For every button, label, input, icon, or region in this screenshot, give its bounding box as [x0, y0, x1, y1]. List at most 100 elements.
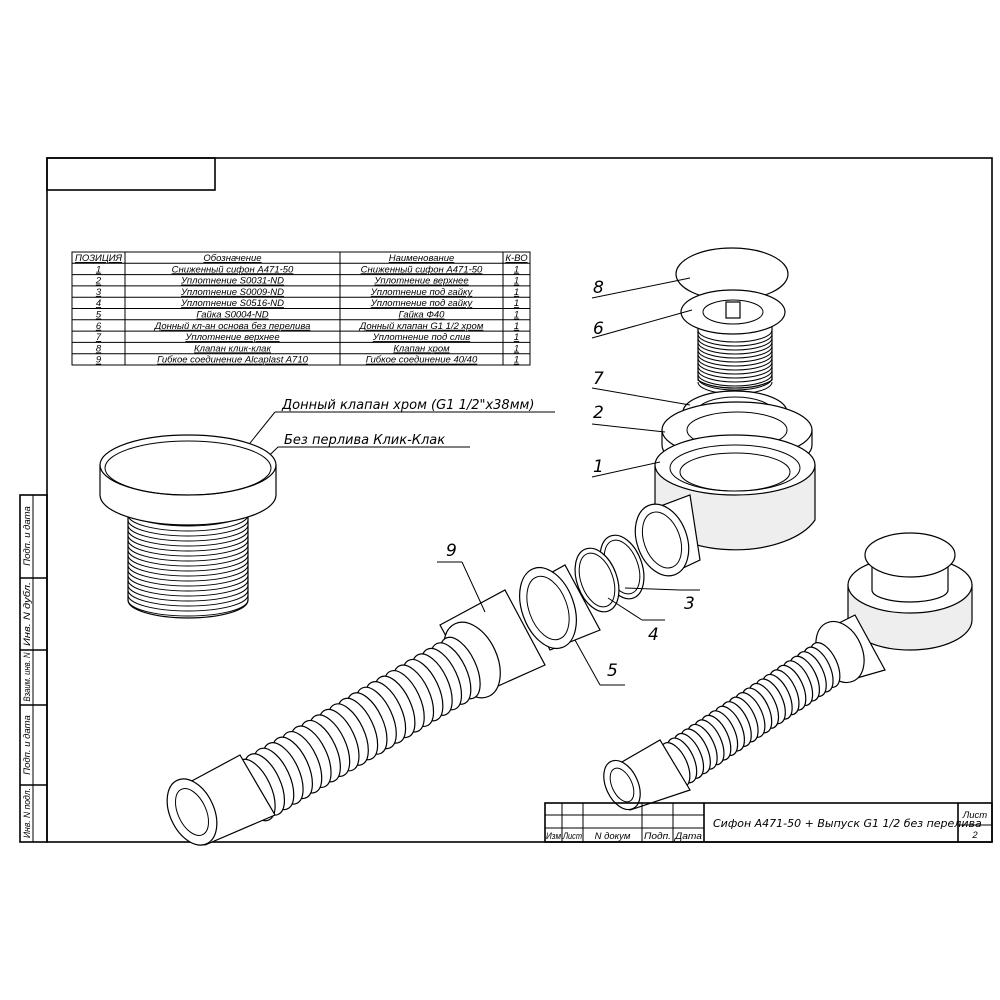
table-cell: 1 [514, 355, 519, 366]
table-cell: 1 [514, 287, 519, 298]
table-cell: Уплотнение верхнее [184, 332, 279, 343]
thread-line [697, 377, 773, 391]
position-6: 6 [593, 319, 604, 339]
table-cell: Уплотнение верхнее [373, 276, 468, 287]
click-clack-valve-drawing [99, 434, 277, 619]
thread-line [127, 589, 249, 607]
table-cell: 1 [514, 321, 519, 332]
table-cell: 7 [96, 332, 102, 343]
table-cell: Уплотнение под слив [372, 332, 470, 343]
table-cell: 9 [96, 355, 102, 366]
thread-line [697, 357, 773, 371]
position-labels: 8 6 7 2 1 9 3 4 5 [437, 277, 700, 686]
table-cell: 4 [96, 298, 101, 309]
thread-line [697, 341, 773, 355]
thread-line [127, 569, 249, 587]
thread-line [127, 554, 249, 572]
side-stamp-label: Инв. N дубл. [22, 582, 33, 646]
table-cell: Гайка S0004-ND [196, 310, 268, 321]
callout-no-overflow: Без перлива Клик-Клак [284, 433, 445, 448]
thread-line [697, 353, 773, 367]
side-stamp-label: Подп. и дата [22, 715, 33, 774]
sheet-number: 2 [971, 830, 978, 841]
thread-line [697, 365, 773, 379]
table-cell: 3 [96, 287, 102, 298]
table-cell: Гибкое соединение 40/40 [366, 355, 478, 366]
thread-line [127, 579, 249, 597]
thread-line [697, 349, 773, 363]
title-column-label: Дата [674, 831, 702, 842]
table-cell: Гайка Ф40 [399, 310, 446, 321]
thread-line [127, 584, 249, 602]
siphon-exploded-drawing [519, 247, 816, 651]
table-header-cell: ПОЗИЦИЯ [75, 253, 123, 264]
table-header-cell: Наименование [389, 253, 455, 264]
position-7: 7 [593, 369, 604, 389]
side-stamp-label: Взаим. инв. N [22, 652, 33, 701]
assembled-siphon-drawing [603, 532, 973, 811]
thread-line [127, 539, 249, 557]
title-block: Изм Лист N докум Подп. Дата Сифон A471-5… [544, 802, 993, 843]
thread-line [127, 559, 249, 577]
top-left-stamp [46, 157, 216, 191]
title-column-label: Изм [546, 831, 561, 842]
position-1: 1 [593, 457, 604, 477]
title-column-label: N докум [595, 831, 631, 842]
position-9: 9 [446, 541, 457, 561]
thread-line [127, 564, 249, 582]
table-cell: Уплотнение S0031-ND [180, 276, 284, 287]
table-cell: 1 [96, 264, 101, 275]
table-cell: Уплотнение под гайку [370, 287, 474, 298]
table-cell: Уплотнение под гайку [370, 298, 474, 309]
thread-line [127, 599, 249, 617]
sheet-label: Лист [962, 810, 988, 821]
callout-valve-size: Донный клапан хром (G1 1/2"x38мм) [281, 398, 534, 413]
table-cell: 8 [96, 343, 102, 354]
thread-line [127, 514, 249, 532]
table-header-cell: Обозначение [203, 253, 261, 264]
thread-line [127, 549, 249, 567]
side-stamp-label: Инв. N подл. [22, 788, 33, 838]
thread-line [127, 529, 249, 547]
table-cell: 1 [514, 343, 519, 354]
position-2: 2 [593, 403, 604, 423]
thread-line [127, 519, 249, 537]
table-cell: 1 [514, 310, 519, 321]
valve-callout: Донный клапан хром (G1 1/2"x38мм) Без пе… [237, 398, 555, 483]
position-4: 4 [648, 625, 659, 645]
thread-line [697, 369, 773, 383]
table-header-cell: К-ВО [505, 253, 528, 264]
thread-line [697, 345, 773, 359]
table-cell: 1 [514, 276, 519, 287]
table-cell: Сниженный сифон A471-50 [172, 264, 294, 275]
thread-line [127, 594, 249, 612]
thread-line [697, 329, 773, 343]
table-cell: Гибкое соединение Alcaplast A710 [157, 355, 308, 366]
table-cell: Сниженный сифон A471-50 [361, 264, 483, 275]
thread-line [127, 524, 249, 542]
drawing-title: Сифон A471-50 + Выпуск G1 1/2 без перели… [713, 817, 982, 830]
flexible-hose-drawing [166, 589, 546, 846]
thread-line [697, 333, 773, 347]
thread-line [127, 534, 249, 552]
thread-line [697, 337, 773, 351]
side-stamp-label: Подп. и дата [22, 506, 33, 565]
table-cell: 1 [514, 298, 519, 309]
table-cell: 5 [96, 310, 102, 321]
table-cell: Клапан клик-клак [194, 343, 271, 354]
table-cell: Уплотнение S0009-ND [180, 287, 284, 298]
position-3: 3 [684, 594, 695, 614]
thread-line [697, 361, 773, 375]
table-cell: 6 [96, 321, 102, 332]
table-cell: Донный кл-ан основа без перелива [154, 321, 311, 332]
table-cell: Донный клапан G1 1/2 хром [359, 321, 484, 332]
table-cell: 1 [514, 264, 519, 275]
thread-line [127, 544, 249, 562]
table-cell: 1 [514, 332, 519, 343]
thread-line [127, 574, 249, 592]
table-cell: Клапан хром [393, 343, 450, 354]
table-cell: Уплотнение S0516-ND [180, 298, 284, 309]
side-stamp: Подп. и дата Инв. N дубл. Взаим. инв. N … [19, 494, 48, 843]
